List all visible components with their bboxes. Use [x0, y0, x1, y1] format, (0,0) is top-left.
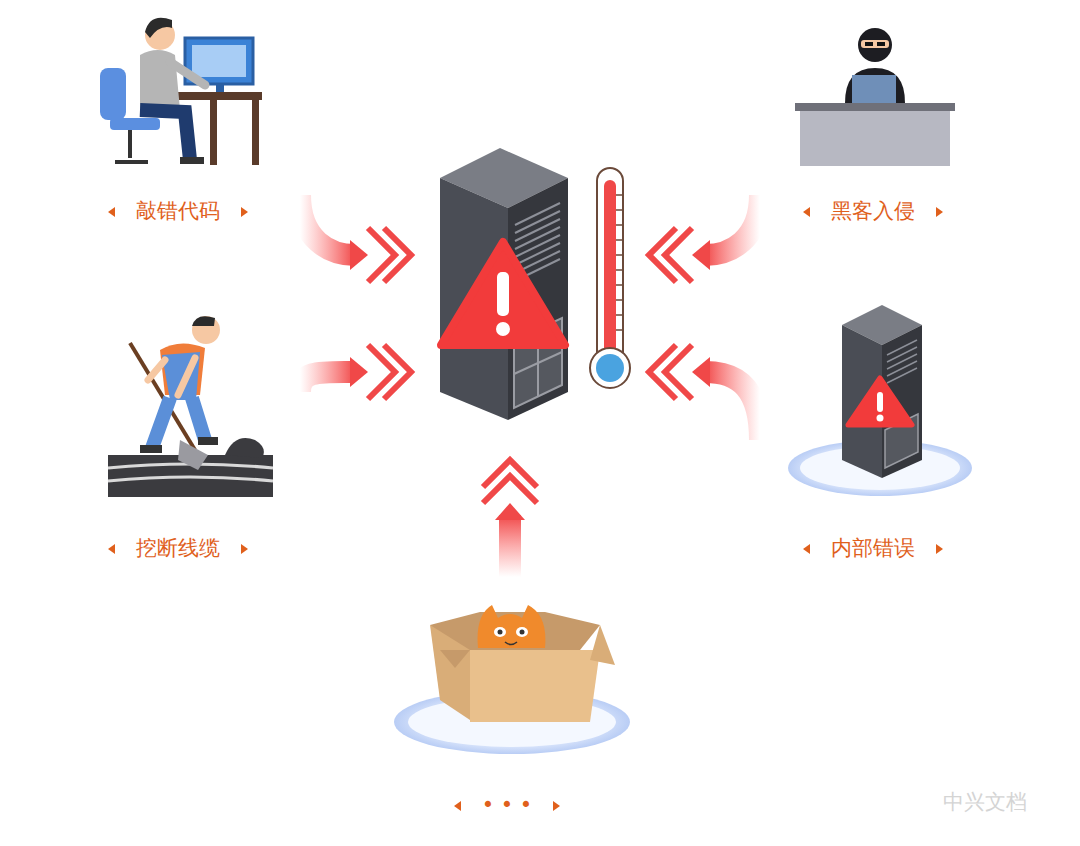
- cat-in-box: [394, 605, 630, 754]
- small-server: [788, 305, 972, 496]
- caption-marker: [108, 207, 115, 217]
- watermark: 中兴文档: [943, 790, 1027, 815]
- caption-marker: [803, 207, 810, 217]
- cause-caption: 挖断线缆: [136, 536, 220, 561]
- caption-marker: [936, 207, 943, 217]
- cause-caption: 黑客入侵: [831, 199, 915, 224]
- caption-marker: [936, 544, 943, 554]
- caption-marker: [454, 801, 461, 811]
- hacker-figure: [795, 28, 955, 166]
- caption-marker: [803, 544, 810, 554]
- server-rack: [440, 148, 568, 420]
- cause-caption: 敲错代码: [136, 199, 220, 224]
- digger-figure: [108, 316, 273, 497]
- caption-marker: [241, 544, 248, 554]
- caption-marker: [108, 544, 115, 554]
- caption-marker: [553, 801, 560, 811]
- more-causes-caption: • • •: [482, 793, 533, 818]
- caption-marker: [241, 207, 248, 217]
- cause-caption: 内部错误: [831, 536, 915, 561]
- thermometer: [590, 168, 630, 388]
- programmer-figure: [100, 18, 262, 165]
